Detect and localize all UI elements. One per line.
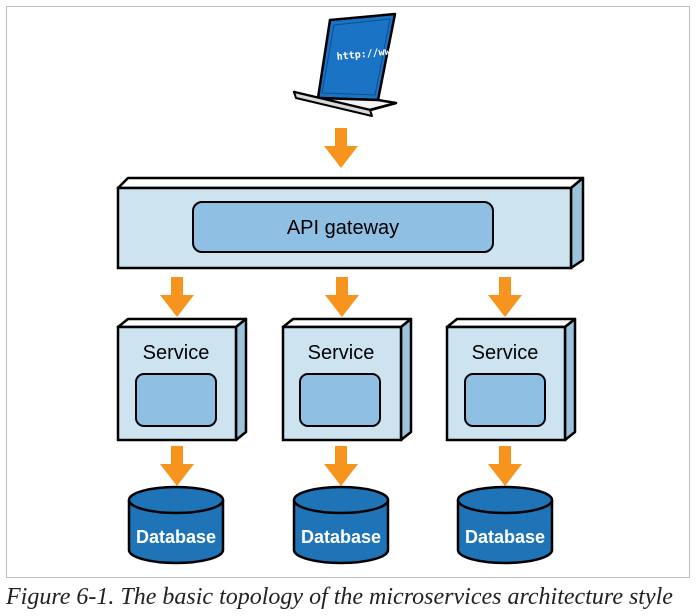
service-label-3: Service xyxy=(472,342,539,364)
api-gateway-box xyxy=(192,201,494,253)
database-label-3: Database xyxy=(465,527,545,547)
arrow-service-to-database-1 xyxy=(160,446,194,486)
arrow-gateway-to-service-1 xyxy=(160,277,194,317)
laptop-icon: http://www xyxy=(292,12,398,117)
database-label-1: Database xyxy=(136,527,216,547)
arrow-gateway-to-service-3 xyxy=(488,277,522,317)
database-icon-3: Database xyxy=(456,485,554,565)
service-box-3: Service xyxy=(445,317,577,442)
api-gateway-label: API gateway xyxy=(287,217,399,239)
arrow-service-to-database-2 xyxy=(324,446,358,486)
arrow-gateway-to-service-2 xyxy=(325,277,359,317)
service-label-1: Service xyxy=(143,342,210,364)
database-icon-1: Database xyxy=(127,485,225,565)
service-box-1: Service xyxy=(116,317,248,442)
figure-caption: Figure 6-1. The basic topology of the mi… xyxy=(6,584,673,610)
service-box-2: Service xyxy=(281,317,413,442)
arrow-client-to-gateway xyxy=(324,128,358,168)
microservices-diagram: http://www API gateway Service Service S… xyxy=(116,12,585,565)
service-inner-box-1 xyxy=(135,373,217,427)
service-inner-box-2 xyxy=(299,373,381,427)
service-inner-box-3 xyxy=(464,373,546,427)
service-label-2: Service xyxy=(308,342,375,364)
arrow-service-to-database-3 xyxy=(488,446,522,486)
database-icon-2: Database xyxy=(292,485,390,565)
gateway-box: API gateway xyxy=(116,176,585,270)
database-label-2: Database xyxy=(301,527,381,547)
